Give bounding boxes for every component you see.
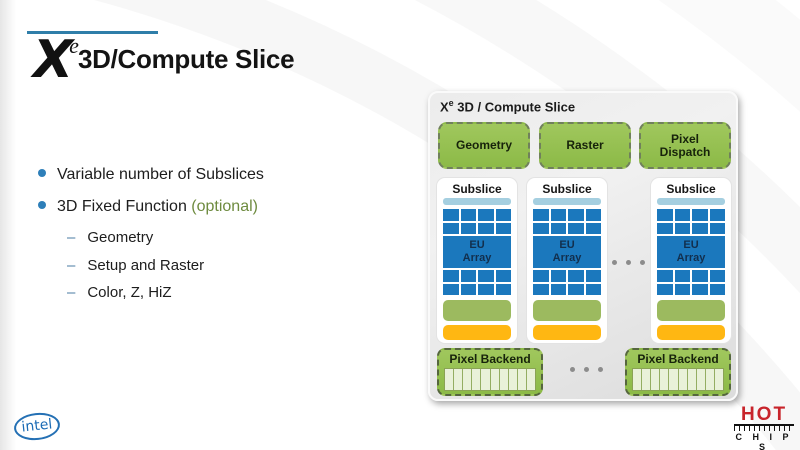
bullet-dot-icon [38, 169, 46, 177]
dash-icon: – [67, 284, 76, 301]
bullet-variable-subslices: Variable number of Subslices [38, 166, 264, 184]
subslice-label: Subslice [452, 182, 502, 196]
eu-grid-bottom [533, 270, 601, 295]
bullet-3d-fixed-function: 3D Fixed Function (optional) [38, 198, 258, 216]
pixel-backend-label: Pixel Backend [637, 352, 719, 366]
pixel-backend-cells [632, 368, 724, 391]
cache-bar [443, 325, 511, 340]
dash-icon: – [67, 257, 76, 274]
diagram-title: Xe 3D / Compute Slice [440, 98, 575, 114]
bullet-text: Variable number of Subslices [57, 166, 264, 183]
pixel-backend-block: Pixel Backend [625, 348, 731, 396]
subbullet-color-z-hiz: –Color, Z, HiZ [67, 284, 172, 301]
pixel-backend-block: Pixel Backend [437, 348, 543, 396]
thread-dispatch-bar [533, 198, 601, 205]
subslice-label: Subslice [542, 182, 592, 196]
eu-array-line1: EU [559, 239, 575, 251]
title-accent-line [27, 31, 158, 34]
subbullet-geometry: –Geometry [67, 229, 153, 246]
hotchips-hot-text: HOT [740, 404, 788, 425]
bullet-text: 3D Fixed Function [57, 198, 192, 215]
subbullet-setup-raster: –Setup and Raster [67, 257, 204, 274]
hotchips-ruler-icon [734, 424, 794, 431]
pixel-backend-cells [444, 368, 536, 391]
intel-logo: intel [12, 410, 62, 443]
diagram-title-sup: e [448, 98, 454, 108]
dash-icon: – [67, 229, 76, 246]
eu-grid-top [443, 209, 511, 234]
cache-bar [533, 325, 601, 340]
subslice-label: Subslice [666, 182, 716, 196]
subbullet-text: Setup and Raster [87, 257, 205, 274]
xe-logo: Xe [33, 30, 81, 90]
block-pixel-dispatch: Pixel Dispatch [639, 122, 731, 169]
sampler-bar [443, 300, 511, 321]
ellipsis-icon [612, 260, 645, 265]
thread-dispatch-bar [657, 198, 725, 205]
hotchips-logo: HOT C H I P S [733, 405, 795, 450]
optional-label: (optional) [191, 198, 258, 215]
eu-array-line1: EU [683, 239, 699, 251]
block-raster: Raster [539, 122, 631, 169]
sampler-bar [533, 300, 601, 321]
eu-grid-top [657, 209, 725, 234]
left-gradient-strip [0, 0, 16, 450]
eu-array-line2: Array [676, 252, 706, 264]
ellipsis-icon [570, 367, 603, 372]
xe-logo-x: X [33, 30, 73, 90]
hotchips-chips-text: C H I P S [735, 432, 793, 450]
xe-logo-sup: e [69, 33, 79, 58]
sampler-bar [657, 300, 725, 321]
eu-grid-bottom [443, 270, 511, 295]
thread-dispatch-bar [443, 198, 511, 205]
subbullet-text: Color, Z, HiZ [87, 284, 172, 301]
page-title: 3D/Compute Slice [78, 44, 295, 74]
compute-slice-diagram: Xe 3D / Compute Slice Geometry Raster Pi… [428, 91, 738, 401]
diagram-title-rest: 3D / Compute Slice [453, 99, 576, 115]
bullet-dot-icon [38, 201, 46, 209]
eu-grid-bottom [657, 270, 725, 295]
cache-bar [657, 325, 725, 340]
intel-logo-text: intel [20, 415, 54, 436]
diagram-title-x: X [440, 99, 449, 115]
eu-grid-top [533, 209, 601, 234]
pixel-backend-label: Pixel Backend [449, 352, 531, 366]
block-geometry: Geometry [438, 122, 530, 169]
eu-array-line2: Array [552, 252, 582, 264]
eu-array-line1: EU [469, 239, 485, 251]
subbullet-text: Geometry [87, 229, 154, 246]
eu-array-line2: Array [462, 252, 492, 264]
